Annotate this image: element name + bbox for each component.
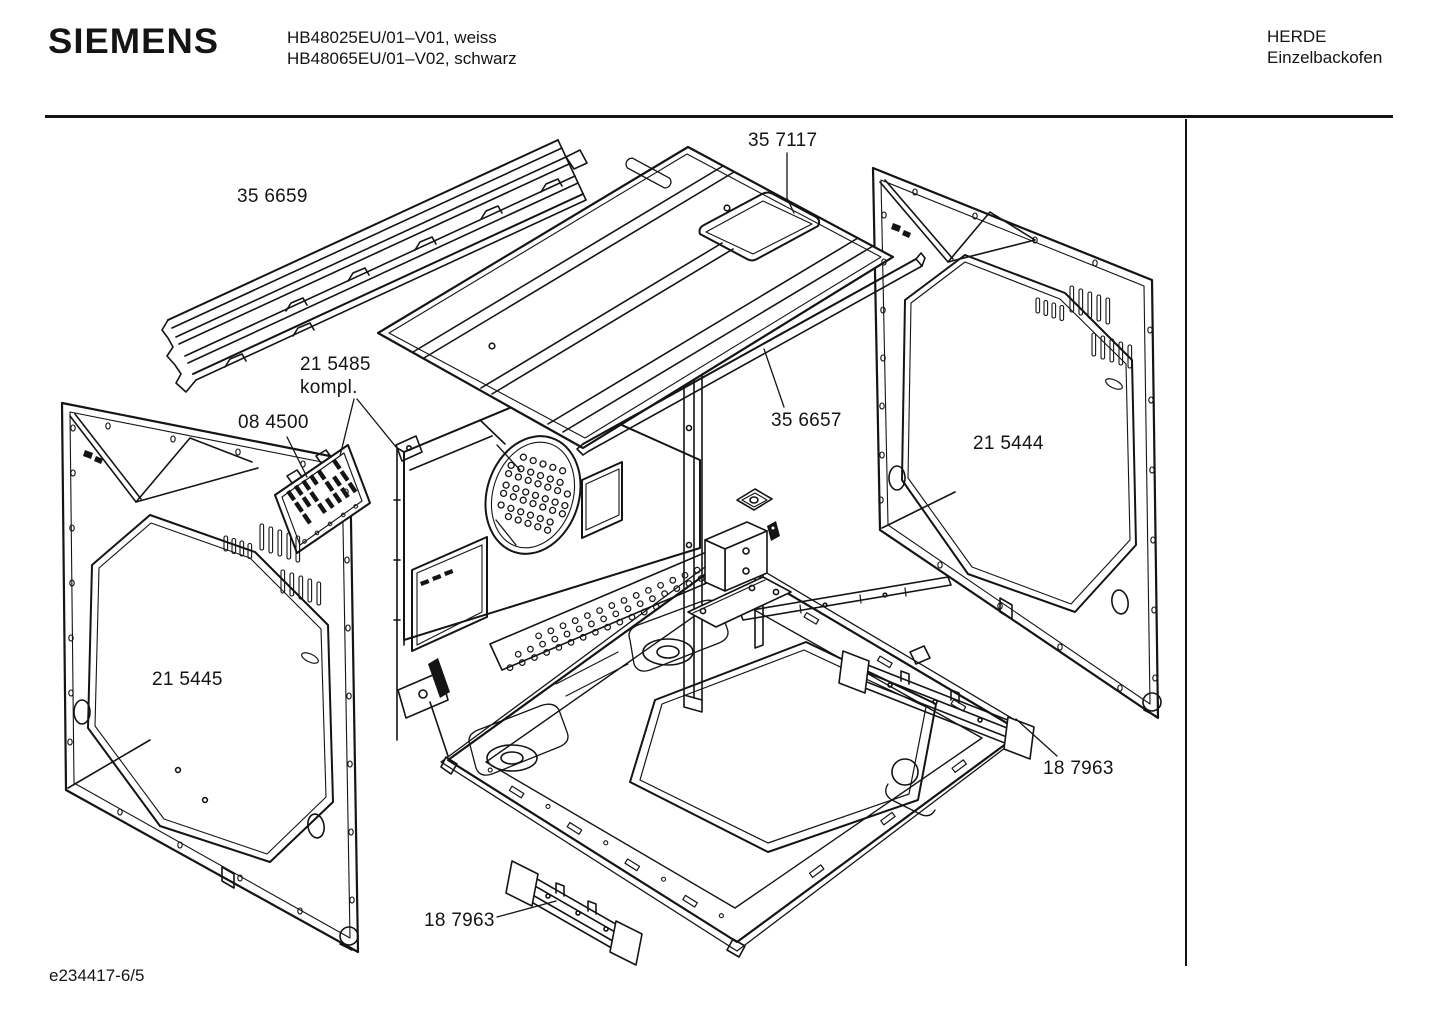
part-label-08-4500: 08 4500 [238, 412, 309, 433]
model-line-2: HB48065EU/01–V02, schwarz [287, 49, 517, 68]
category-subtitle: Einzelbackofen [1267, 48, 1383, 67]
top-panel-drawing [376, 145, 895, 450]
top-rail-drawing [161, 139, 588, 393]
doc-number: e234417-6/5 [49, 966, 145, 985]
leader-lines [286, 152, 1058, 918]
vent-plate-drawing [274, 444, 371, 554]
part-label-35-7117: 35 7117 [748, 130, 818, 151]
chassis-side-rail-drawing [739, 576, 952, 621]
category-title: HERDE [1267, 27, 1327, 46]
category-block: HERDE Einzelbackofen [1267, 26, 1382, 68]
part-label-21-5444: 21 5444 [973, 433, 1044, 454]
brand-logo: SIEMENS [48, 22, 220, 61]
part-label-21-5485-suffix: kompl. [300, 377, 358, 398]
slide-rail-bottom-drawing [505, 860, 643, 966]
front-rail-drawing [576, 252, 926, 456]
floor-pan-drawing [440, 549, 1031, 958]
header-rule [45, 115, 1393, 118]
diagram-decoration [67, 188, 1158, 919]
model-line-1: HB48025EU/01–V01, weiss [287, 28, 497, 47]
part-label-21-5445: 21 5445 [152, 669, 223, 690]
side-panel-left-drawing [60, 401, 360, 954]
part-label-21-5485-number: 21 5485 [300, 354, 371, 375]
part-label-18-7963-bottom: 18 7963 [424, 910, 495, 931]
right-divider-rule [1185, 119, 1187, 966]
part-label-21-5485: 21 5485 kompl. [300, 353, 371, 399]
part-label-35-6657: 35 6657 [771, 410, 842, 431]
part-label-35-6659: 35 6659 [237, 186, 308, 207]
model-identifiers: HB48025EU/01–V01, weiss HB48065EU/01–V02… [287, 27, 517, 69]
slide-rail-right-drawing [838, 650, 1035, 760]
small-fittings-drawing [395, 435, 792, 628]
part-label-18-7963-right: 18 7963 [1043, 758, 1114, 779]
side-panel-right-drawing [871, 166, 1162, 720]
